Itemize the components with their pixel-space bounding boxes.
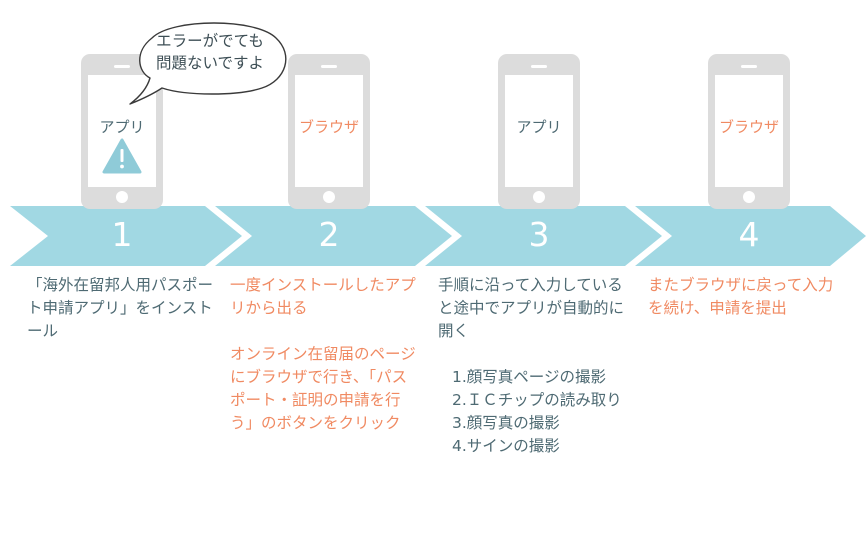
speech-bubble-text: エラーがでても 問題ないですよ: [136, 30, 284, 74]
arrow-segment-3: [425, 206, 662, 266]
bubble-line-2: 問題ないですよ: [155, 54, 265, 72]
phone-3-label: アプリ: [516, 118, 562, 136]
arrow-band: [10, 206, 866, 266]
step-number-1: 1: [111, 215, 133, 254]
bubble-line-1: エラーがでても: [156, 32, 264, 50]
phone-2: [288, 54, 370, 209]
step-number-3: 3: [528, 215, 550, 254]
step-number-2: 2: [318, 215, 340, 254]
arrow-segment-1: [10, 206, 242, 266]
step-2-description: 一度インストールしたアプリから出る オンライン在留届のページにブラウザで行き、「…: [230, 274, 420, 435]
speech-bubble: [129, 22, 287, 105]
step-2-text-1: 一度インストールしたアプリから出る: [230, 276, 416, 317]
step-1-text: 「海外在留邦人用パスポート申請アプリ」をインストール: [27, 276, 214, 340]
step-4-description: またブラウザに戻って入力を続け、申請を提出: [648, 274, 844, 320]
warning-icon: [102, 138, 142, 174]
arrow-segment-2: [215, 206, 452, 266]
list-item: 4.サインの撮影: [452, 437, 560, 455]
step-3-list: 1.顔写真ページの撮影 2.ＩＣチップの読み取り 3.顔写真の撮影 4.サインの…: [438, 366, 634, 458]
phone-4: [708, 54, 790, 209]
step-1-description: 「海外在留邦人用パスポート申請アプリ」をインストール: [27, 274, 219, 343]
step-4-text: またブラウザに戻って入力を続け、申請を提出: [648, 276, 834, 317]
list-item: 3.顔写真の撮影: [452, 414, 560, 432]
phone-3: [498, 54, 580, 209]
arrow-segment-4: [635, 206, 866, 266]
phone-2-label: ブラウザ: [298, 118, 359, 136]
phone-1-label: アプリ: [99, 118, 145, 136]
step-3-description: 手順に沿って入力していると途中でアプリが自動的に開く 1.顔写真ページの撮影 2…: [438, 274, 634, 458]
phone-4-label: ブラウザ: [718, 118, 779, 136]
list-item: 2.ＩＣチップの読み取り: [452, 391, 622, 409]
step-number-4: 4: [738, 215, 760, 254]
list-item: 1.顔写真ページの撮影: [452, 368, 606, 386]
step-3-text: 手順に沿って入力していると途中でアプリが自動的に開く: [438, 276, 625, 340]
step-2-text-2: オンライン在留届のページにブラウザで行き、「パスポート・証明の申請を行う」のボタ…: [230, 345, 416, 432]
